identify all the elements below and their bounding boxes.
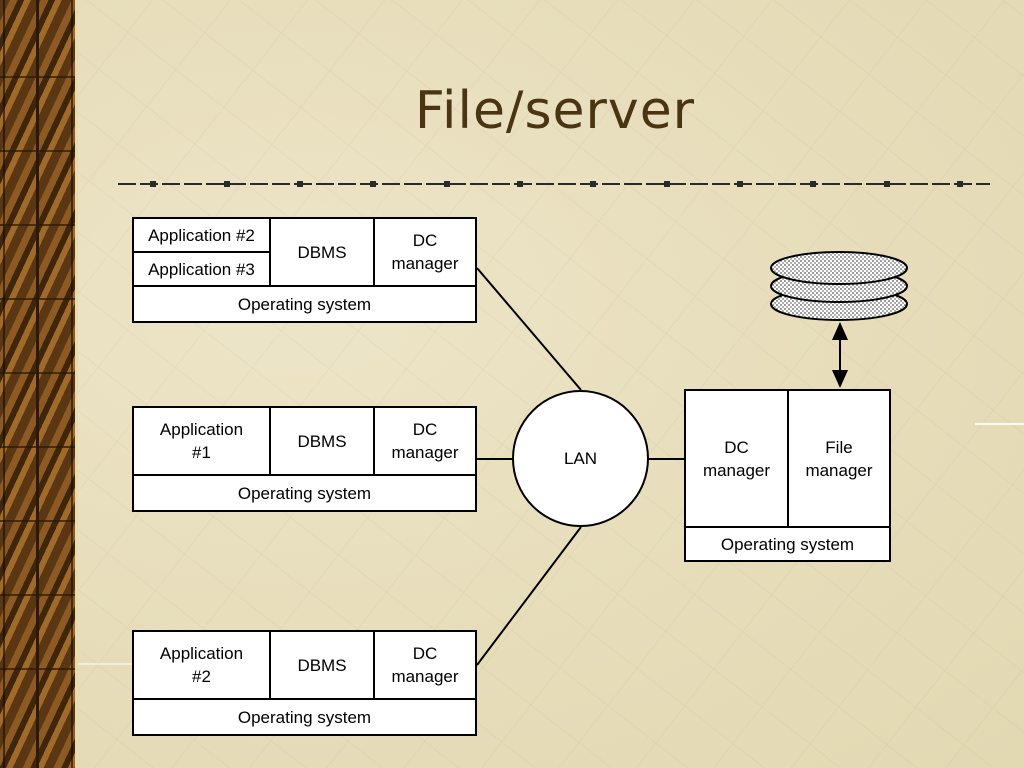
application-box: Application #2 xyxy=(132,630,271,700)
link-client-1 xyxy=(476,267,582,391)
dbms-label: DBMS xyxy=(297,655,347,675)
decorative-line-bottom xyxy=(78,663,138,665)
dbms-box: DBMS xyxy=(269,630,375,700)
link-client-3 xyxy=(476,526,582,666)
operating-system-box: Operating system xyxy=(132,285,477,323)
server-operating-system-label: Operating system xyxy=(720,534,855,554)
lan-label: LAN xyxy=(563,448,598,468)
application-box: Application #2 xyxy=(132,217,271,253)
dbms-label: DBMS xyxy=(297,431,347,451)
double-arrow-icon xyxy=(832,322,848,388)
server-operating-system-box: Operating system xyxy=(684,526,891,562)
application-box: Application #1 xyxy=(132,406,271,476)
decorative-line-right xyxy=(975,423,1024,425)
application-label: Application #2 xyxy=(148,225,255,245)
dc-manager-box: DC manager xyxy=(373,630,477,700)
application-label: Application #1 xyxy=(159,420,244,462)
application-box: Application #3 xyxy=(132,251,271,287)
operating-system-box: Operating system xyxy=(132,698,477,736)
server-dc-manager-box: DC manager xyxy=(684,389,789,528)
dc-manager-label: DC manager xyxy=(391,420,459,462)
dc-manager-label: DC manager xyxy=(391,644,459,686)
file-manager-box: File manager xyxy=(787,389,891,528)
dbms-box: DBMS xyxy=(269,406,375,476)
operating-system-box: Operating system xyxy=(132,474,477,512)
application-label: Application #3 xyxy=(148,259,255,279)
dc-manager-box: DC manager xyxy=(373,406,477,476)
dc-manager-label: DC manager xyxy=(391,231,459,273)
dc-manager-box: DC manager xyxy=(373,217,477,287)
dbms-label: DBMS xyxy=(297,242,347,262)
application-label: Application #2 xyxy=(159,644,244,686)
disk-stack-icon xyxy=(770,251,908,321)
wood-border xyxy=(0,0,78,768)
operating-system-label: Operating system xyxy=(237,483,372,503)
title-divider xyxy=(118,181,990,187)
slide-title: File/server xyxy=(414,81,696,141)
operating-system-label: Operating system xyxy=(237,294,372,314)
file-manager-label: File manager xyxy=(805,437,873,480)
operating-system-label: Operating system xyxy=(237,707,372,727)
lan-node: LAN xyxy=(512,390,649,527)
server-dc-manager-label: DC manager xyxy=(702,437,771,480)
dbms-box: DBMS xyxy=(269,217,375,287)
